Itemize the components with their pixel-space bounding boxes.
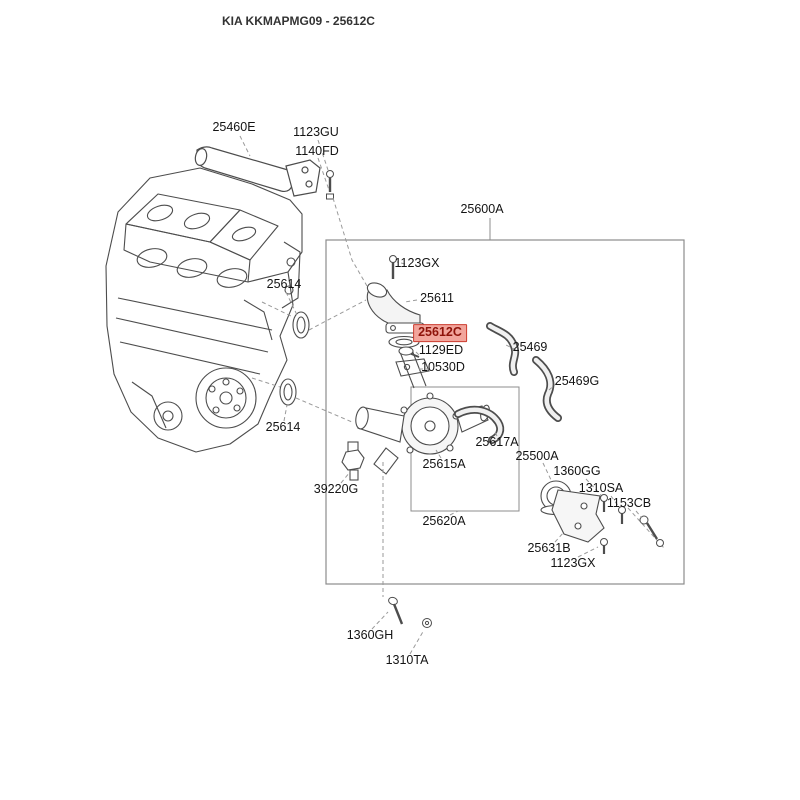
hose-25469-drawing xyxy=(486,322,520,376)
part-label-25612c-highlighted[interactable]: 25612C xyxy=(413,324,467,342)
part-label-1310ta[interactable]: 1310TA xyxy=(385,653,429,668)
part-label-25617a[interactable]: 25617A xyxy=(475,435,519,450)
leader-lines xyxy=(239,135,643,655)
part-label-1123gx-bottom[interactable]: 1123GX xyxy=(550,556,596,571)
bolt-1123gx-top-drawing xyxy=(389,255,397,279)
washer-1310ta-drawing xyxy=(422,618,432,628)
part-label-1153cb[interactable]: 1153CB xyxy=(606,496,652,511)
part-label-1123gu[interactable]: 1123GU xyxy=(293,125,339,140)
bolt-1360gg-drawing xyxy=(600,494,608,512)
bolt-1310sa-drawing xyxy=(618,506,626,524)
bolt-1360gh-drawing xyxy=(388,596,404,625)
hose-25469g-drawing xyxy=(532,356,562,422)
gasket-25614-lower-drawing xyxy=(279,378,297,406)
page-title: KIA KKMAPMG09 - 25612C xyxy=(222,14,375,28)
part-label-1129ed[interactable]: 1129ED xyxy=(418,343,464,358)
bracket-25631b-drawing xyxy=(551,489,605,543)
bolt-1123gx-bottom-drawing xyxy=(600,538,608,554)
part-label-25469[interactable]: 25469 xyxy=(512,340,548,355)
part-label-1360gh[interactable]: 1360GH xyxy=(346,628,394,643)
part-label-25614-lower[interactable]: 25614 xyxy=(265,420,301,435)
pipe-bolt-drawing xyxy=(326,170,334,200)
hose-25617a-drawing xyxy=(454,405,505,444)
gasket-25614-upper-drawing xyxy=(292,311,310,339)
part-label-25611[interactable]: 25611 xyxy=(420,291,454,306)
bolt-1153cb-drawing xyxy=(627,507,665,549)
part-label-25460e[interactable]: 25460E xyxy=(212,120,256,135)
part-label-25500a[interactable]: 25500A xyxy=(515,449,559,464)
part-label-39220g[interactable]: 39220G xyxy=(313,482,359,497)
part-label-10530d[interactable]: 10530D xyxy=(421,360,465,375)
part-label-1140fd[interactable]: 1140FD xyxy=(295,144,339,159)
part-label-25615a[interactable]: 25615A xyxy=(422,457,466,472)
part-label-25614-upper[interactable]: 25614 xyxy=(266,277,302,292)
part-label-1310sa[interactable]: 1310SA xyxy=(578,481,624,496)
part-label-25631b[interactable]: 25631B xyxy=(527,541,571,556)
engine-block-drawing xyxy=(105,167,303,453)
assembly-label-25600a[interactable]: 25600A xyxy=(460,202,504,217)
part-label-1360gg[interactable]: 1360GG xyxy=(553,464,601,479)
part-label-25469g[interactable]: 25469G xyxy=(554,374,600,389)
part-label-1123gx-top[interactable]: 1123GX xyxy=(394,256,440,271)
part-label-25620a[interactable]: 25620A xyxy=(422,514,466,529)
sensor-39220g-drawing xyxy=(341,441,365,481)
assembly-box-outline xyxy=(325,239,685,585)
water-pipe-drawing xyxy=(194,146,321,197)
